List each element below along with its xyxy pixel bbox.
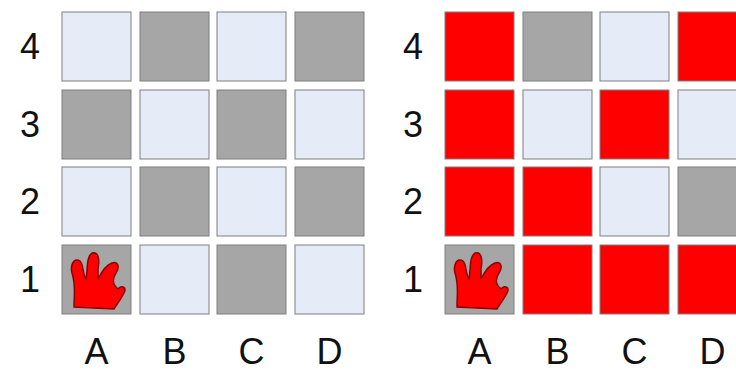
- row-number: 2: [403, 184, 423, 220]
- game-piece: [454, 253, 507, 309]
- board-square: [445, 12, 514, 81]
- board-square: [217, 167, 286, 236]
- board-square: [523, 90, 592, 159]
- board-square: [140, 167, 209, 236]
- board-square: [295, 245, 364, 314]
- board-square: [678, 245, 736, 314]
- game-piece: [71, 253, 124, 309]
- board-square: [600, 12, 669, 81]
- board-square: [678, 12, 736, 81]
- board-square: [523, 245, 592, 314]
- row-number: 3: [20, 107, 40, 143]
- row-number: 1: [20, 262, 40, 298]
- column-letter: A: [84, 334, 108, 370]
- board-square: [445, 167, 514, 236]
- board-square: [62, 245, 131, 314]
- board-square: [62, 12, 131, 81]
- board-square: [523, 167, 592, 236]
- column-letter: A: [467, 334, 491, 370]
- column-letter: C: [622, 334, 648, 370]
- board-square: [140, 12, 209, 81]
- board-square: [217, 245, 286, 314]
- board-square: [600, 167, 669, 236]
- row-number: 4: [20, 29, 40, 65]
- row-number: 4: [403, 29, 423, 65]
- board-square: [140, 245, 209, 314]
- column-letter: B: [162, 334, 186, 370]
- board-square: [600, 90, 669, 159]
- board-square: [445, 245, 514, 314]
- row-number: 1: [403, 262, 423, 298]
- row-number: 2: [20, 184, 40, 220]
- board-square: [140, 90, 209, 159]
- board-square: [217, 90, 286, 159]
- board-square: [678, 167, 736, 236]
- column-letter: D: [700, 334, 726, 370]
- board-square: [217, 12, 286, 81]
- column-letter: D: [317, 334, 343, 370]
- column-letter: B: [545, 334, 569, 370]
- board-square: [295, 12, 364, 81]
- board-square: [445, 90, 514, 159]
- board-square: [62, 90, 131, 159]
- board-square: [678, 90, 736, 159]
- board-square: [295, 167, 364, 236]
- row-number: 3: [403, 107, 423, 143]
- board-square: [295, 90, 364, 159]
- board-square: [600, 245, 669, 314]
- board-square: [62, 167, 131, 236]
- column-letter: C: [239, 334, 265, 370]
- board-square: [523, 12, 592, 81]
